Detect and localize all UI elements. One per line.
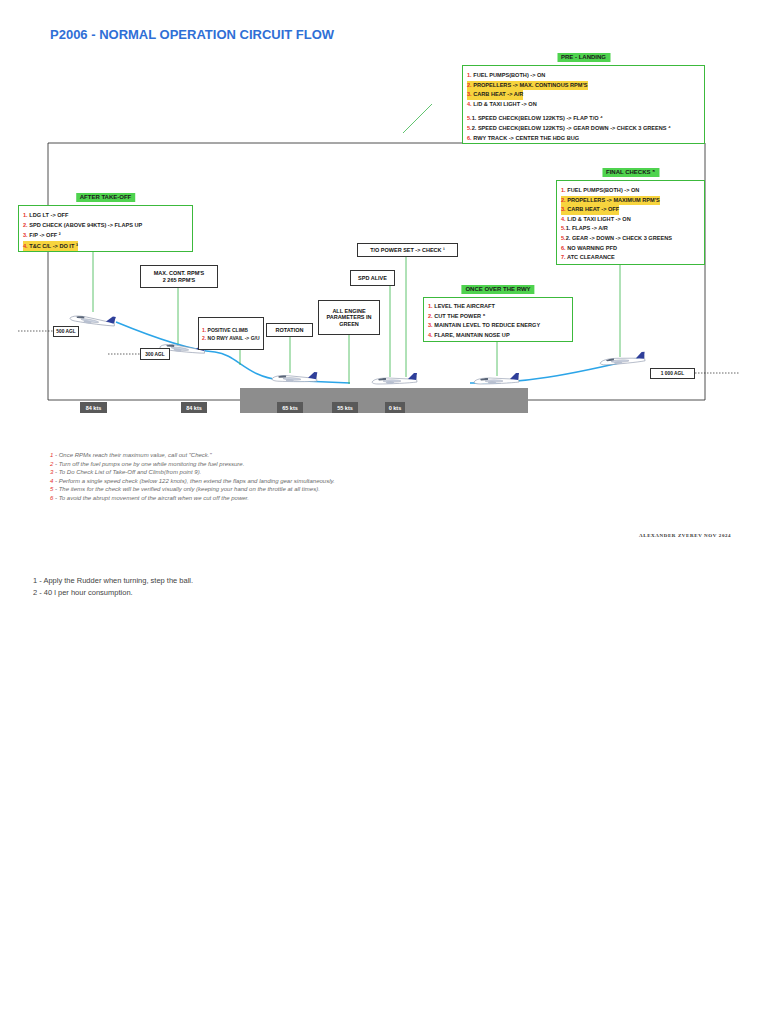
footnote: 6 - To avoid the abrupt movement of the … — [50, 495, 249, 501]
checklist-item: 2. NO RWY AVAIL -> G/U — [202, 334, 260, 342]
checklist-item: 4. FLARE, MAINTAIN NOSE UP — [428, 331, 510, 341]
checklist-item: 5.2. SPEED CHECK(BELOW 122KTS) -> GEAR D… — [467, 124, 671, 134]
altitude-dotted-line — [695, 373, 740, 374]
box-text: 500 AGL — [56, 329, 75, 334]
leader-line — [497, 342, 498, 376]
footnote: 4 - Perform a single speed check (below … — [50, 478, 335, 484]
altitude-dotted-line — [108, 354, 140, 355]
speed-tag: 84 kts — [181, 402, 207, 413]
author-signature: ALEXANDER ZVEREV NOV 2024 — [639, 533, 731, 538]
checklist-item: 3. F/P -> OFF ² — [23, 230, 61, 240]
leader-line — [178, 288, 179, 344]
step-box: ROTATION — [266, 323, 313, 337]
altitude-tag: 500 AGL — [53, 326, 79, 337]
step-box: T/O POWER SET -> CHECK ¹ — [357, 243, 458, 257]
checklist-item: 3. MAINTAIN LEVEL TO REDUCE ENERGY — [428, 321, 540, 331]
checklist-item: 1. POSITIVE CLIMB — [202, 326, 248, 334]
checklist-box: PRE - LANDING1. FUEL PUMPS(BOTH) -> ON2.… — [462, 65, 705, 144]
checklist-item: 2. SPD CHECK (ABOVE 94KTS) -> FLAPS UP — [23, 220, 142, 230]
diagram-title: P2006 - NORMAL OPERATION CIRCUIT FLOW — [50, 27, 334, 42]
leader-line — [240, 350, 241, 365]
flight-path — [116, 322, 350, 383]
footnote: 2 - Turn off the fuel pumps one by one w… — [50, 461, 244, 467]
step-box: 1. POSITIVE CLIMB2. NO RWY AVAIL -> G/U — [198, 317, 264, 350]
box-text: SPD ALIVE — [358, 275, 387, 282]
leader-line — [406, 257, 407, 377]
note: 2 - 40 l per hour consumption. — [33, 588, 133, 597]
leader-line — [349, 335, 350, 384]
aircraft-icon — [372, 373, 417, 384]
checklist-item: 6. RWY TRACK -> CENTER THE HDG BUG — [467, 134, 579, 144]
runway — [240, 388, 528, 413]
aircraft-icon — [600, 352, 646, 365]
aircraft-icon — [272, 370, 318, 383]
speed-tag: 84 kts — [80, 402, 107, 413]
checklist-heading: AFTER TAKE-OFF — [76, 193, 136, 202]
aircraft-icon — [474, 373, 519, 384]
box-text: MAX. CONT. RPM'S 2 265 RPM'S — [152, 270, 206, 283]
box-text: 300 AGL — [145, 352, 164, 357]
footnote: 1 - Once RPMs reach their maximum value,… — [50, 452, 212, 458]
leader-line — [403, 104, 432, 133]
box-text: ROTATION — [276, 327, 304, 334]
checklist-item: 4. L/D & TAXI LIGHT -> ON — [561, 215, 631, 225]
leader-line — [620, 265, 621, 357]
note: 1 - Apply the Rudder when turning, step … — [33, 576, 193, 585]
checklist-item: 3. CARB HEAT -> OFF — [561, 205, 619, 215]
checklist-heading: FINAL CHECKS ⁵ — [602, 168, 659, 177]
leader-line — [390, 286, 391, 377]
checklist-item: 5.1. SPEED CHECK(BELOW 122KTS) -> FLAP T… — [467, 114, 603, 124]
altitude-tag: 300 AGL — [140, 348, 170, 360]
checklist-item: 1. LDG LT -> OFF — [23, 210, 68, 220]
checklist-item: 1. LEVEL THE AIRCRAFT — [428, 302, 495, 312]
checklist-heading: PRE - LANDING — [557, 53, 610, 62]
altitude-dotted-line — [18, 331, 53, 332]
checklist-item: 4. T&C C/L -> DO IT ³ — [23, 241, 78, 251]
checklist-item: 1. FUEL PUMPS(BOTH) -> ON — [467, 71, 545, 81]
checklist-item: 5.2. GEAR -> DOWN -> CHECK 3 GREENS — [561, 234, 672, 244]
step-box: SPD ALIVE — [350, 270, 395, 286]
leader-line — [93, 250, 94, 312]
checklist-item: 2. CUT THE POWER ⁶ — [428, 312, 485, 322]
checklist-item: 2. PROPELLERS -> MAXIMUM RPM'S — [561, 196, 660, 206]
box-text: 84 kts — [186, 405, 202, 411]
checklist-box: AFTER TAKE-OFF1. LDG LT -> OFF2. SPD CHE… — [18, 205, 193, 252]
speed-tag: 65 kts — [277, 402, 303, 413]
checklist-heading: ONCE OVER THE RWY — [461, 285, 534, 294]
box-text: 0 kts — [389, 405, 402, 411]
leader-line — [290, 337, 291, 373]
checklist-box: FINAL CHECKS ⁵1. FUEL PUMPS(BOTH) -> ON2… — [556, 180, 705, 265]
box-text: 55 kts — [337, 405, 353, 411]
box-text: ALL ENGINE PARAMETERS IN GREEN — [322, 308, 376, 328]
footnote: 3 - To Do Check List of Take-Off and Cli… — [50, 469, 201, 475]
box-text: 65 kts — [282, 405, 298, 411]
box-text: 84 kts — [86, 405, 102, 411]
checklist-item: 7. ATC CLEARANCE — [561, 253, 615, 263]
checklist-item: 3. CARB HEAT -> A/R — [467, 90, 523, 100]
checklist-item: 1. FUEL PUMPS(BOTH) -> ON — [561, 186, 639, 196]
box-text: T/O POWER SET -> CHECK ¹ — [370, 247, 445, 254]
speed-tag: 0 kts — [385, 402, 405, 413]
altitude-tag: 1 000 AGL — [650, 368, 695, 379]
step-box: MAX. CONT. RPM'S 2 265 RPM'S — [140, 265, 218, 288]
circuit-frame — [48, 143, 705, 400]
box-text: 1 000 AGL — [661, 371, 684, 376]
checklist-item: 5.1. FLAPS -> A/R — [561, 224, 608, 234]
step-box: ALL ENGINE PARAMETERS IN GREEN — [318, 300, 380, 335]
speed-tag: 55 kts — [332, 402, 358, 413]
checklist-item: 6. NO WARNING PFD — [561, 244, 617, 254]
checklist-item: 2. PROPELLERS -> MAX. CONTINOUS RPM'S — [467, 81, 588, 91]
checklist-box: ONCE OVER THE RWY1. LEVEL THE AIRCRAFT2.… — [423, 297, 573, 342]
footnote: 5 - The items for the check will be veri… — [50, 486, 320, 492]
checklist-item: 4. L/D & TAXI LIGHT -> ON — [467, 100, 537, 110]
